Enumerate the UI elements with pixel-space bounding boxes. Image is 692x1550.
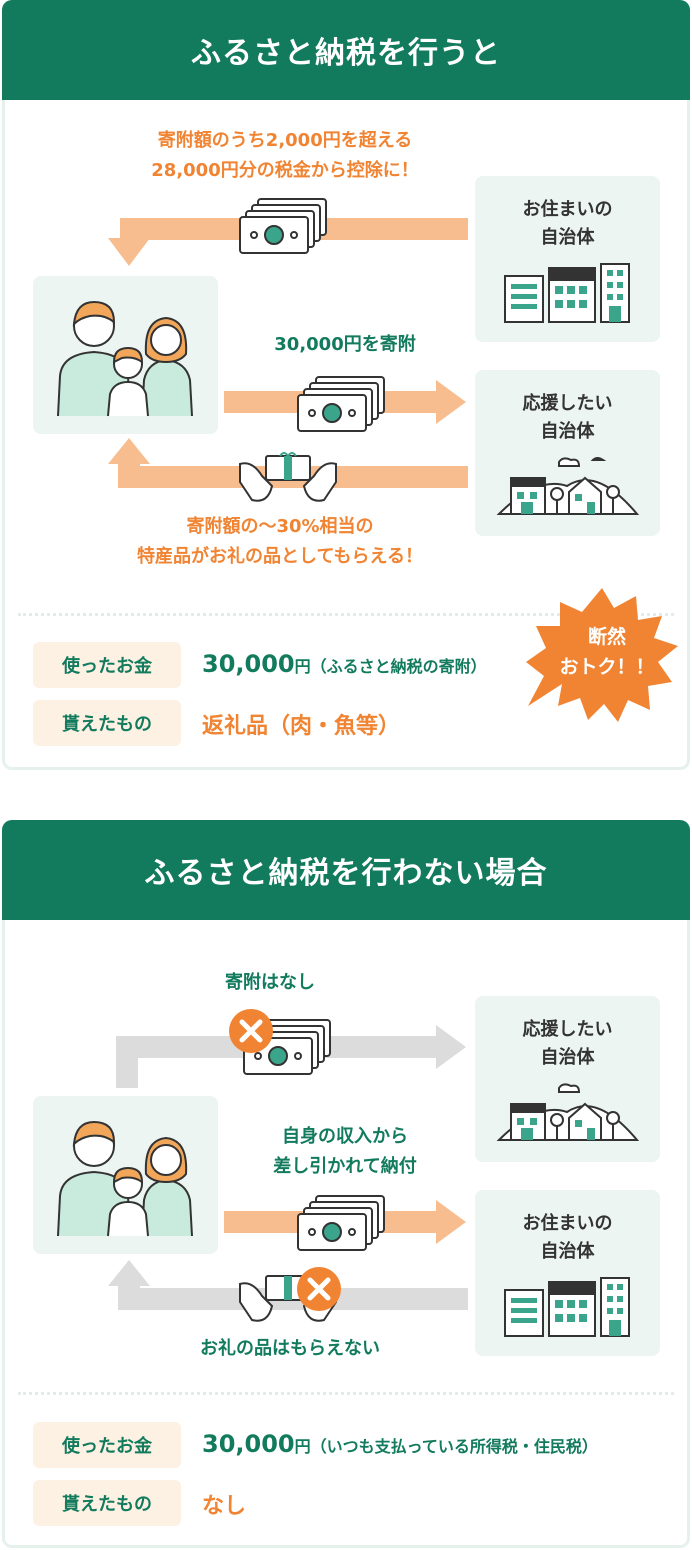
support-municipality-card: 応援したい 自治体 bbox=[475, 996, 660, 1162]
burst-text: 断然 おトク！！ bbox=[559, 626, 655, 678]
cross-mark-icon bbox=[297, 1267, 341, 1311]
home-municipality-card: お住まいの 自治体 bbox=[475, 1190, 660, 1356]
section1-title: ふるさと納税を行うと bbox=[2, 0, 690, 100]
donate-label: 30,000円を寄附 bbox=[274, 334, 416, 355]
support-municipality-label: 応援したい 自治体 bbox=[522, 393, 613, 442]
support-municipality-card: 応援したい 自治体 bbox=[475, 370, 660, 536]
money-stack-icon bbox=[243, 1019, 331, 1075]
tax-deduction-note: 寄附額のうち2,000円を超える 28,000円分の税金から控除に！ bbox=[151, 130, 419, 181]
spent-note: （いつも支払っている所得税・住民税） bbox=[310, 1437, 598, 1456]
spent-tag: 使ったお金 bbox=[33, 1422, 181, 1468]
spent-note: （ふるさと納税の寄附） bbox=[310, 657, 487, 676]
town-houses-icon bbox=[496, 1083, 640, 1141]
family-illustration bbox=[57, 1120, 193, 1237]
got-value: 返礼品（肉・魚等） bbox=[202, 714, 401, 739]
spent-value-line: 30,000円（いつも支払っている所得税・住民税） bbox=[202, 1430, 598, 1458]
got-tag: 貰えたもの bbox=[33, 700, 181, 746]
spent-yen: 円 bbox=[294, 1437, 311, 1456]
home-municipality-label: お住まいの 自治体 bbox=[522, 1213, 613, 1262]
money-stack-icon bbox=[297, 1195, 385, 1251]
gift-note: 寄附額の〜30%相当の 特産品がお礼の品としてもらえる！ bbox=[136, 516, 424, 567]
no-gift-label: お礼の品はもらえない bbox=[200, 1338, 380, 1359]
spent-value: 30,000 bbox=[202, 1430, 295, 1458]
support-municipality-label: 応援したい 自治体 bbox=[522, 1019, 613, 1068]
section1-divider bbox=[18, 613, 674, 616]
town-houses-icon bbox=[496, 457, 640, 515]
deduct-label: 自身の収入から 差し引かれて納付 bbox=[273, 1126, 417, 1177]
city-buildings-icon bbox=[504, 1277, 630, 1337]
spent-tag: 使ったお金 bbox=[33, 642, 181, 688]
money-stack-icon bbox=[239, 198, 327, 254]
spent-value: 30,000 bbox=[202, 650, 295, 678]
city-buildings-icon bbox=[504, 263, 630, 323]
gift-hands-icon bbox=[239, 452, 337, 502]
home-municipality-label: お住まいの 自治体 bbox=[522, 199, 613, 248]
money-stack-icon bbox=[297, 376, 385, 432]
home-municipality-card: お住まいの 自治体 bbox=[475, 176, 660, 342]
cross-mark-icon bbox=[229, 1009, 273, 1053]
spent-yen: 円 bbox=[294, 657, 311, 676]
section2-divider bbox=[18, 1392, 674, 1395]
spent-value-line: 30,000円（ふるさと納税の寄附） bbox=[202, 650, 487, 678]
section2-title: ふるさと納税を行わない場合 bbox=[2, 820, 690, 920]
got-tag: 貰えたもの bbox=[33, 1480, 181, 1526]
no-donation-label: 寄附はなし bbox=[225, 972, 315, 993]
got-value: なし bbox=[202, 1494, 247, 1519]
burst-badge bbox=[526, 588, 678, 722]
family-illustration bbox=[57, 300, 193, 417]
